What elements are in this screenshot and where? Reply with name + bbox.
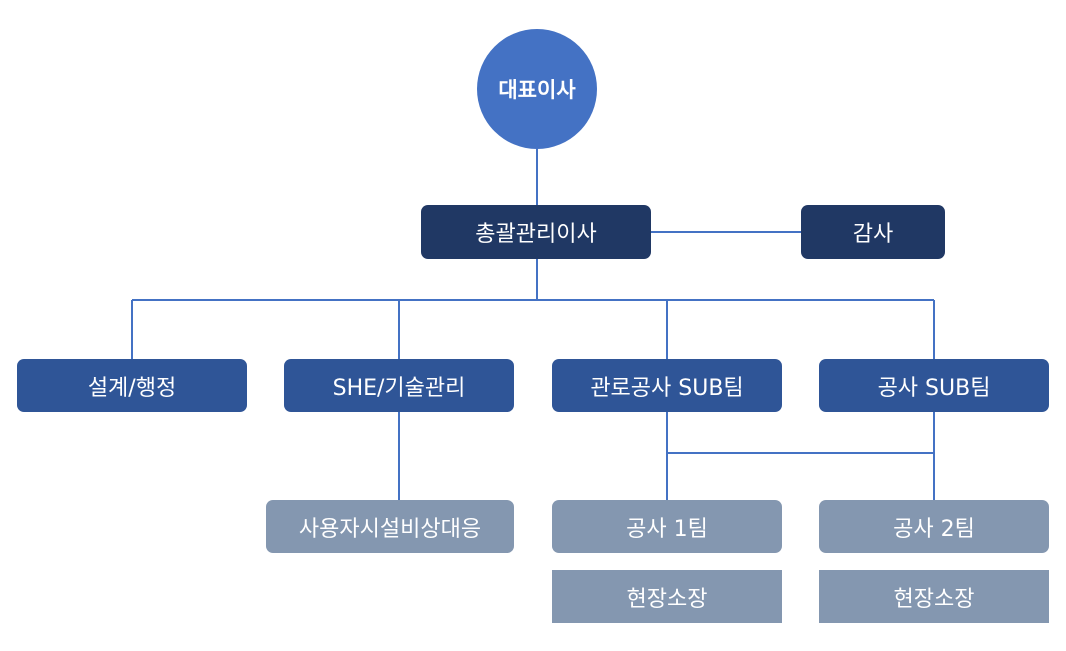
team-2-node: 공사 2팀: [819, 500, 1049, 553]
site-manager-2-node: 현장소장: [819, 570, 1049, 623]
dept-design-admin: 설계/행정: [17, 359, 247, 412]
dept-pipeline-sub: 관로공사 SUB팀: [552, 359, 782, 412]
dept-she-tech: SHE/기술관리: [284, 359, 514, 412]
dept-construction-sub: 공사 SUB팀: [819, 359, 1049, 412]
site-manager-1-node: 현장소장: [552, 570, 782, 623]
she-emergency-node: 사용자시설비상대응: [266, 500, 514, 553]
ceo-node: 대표이사: [477, 29, 597, 149]
team-1-node: 공사 1팀: [552, 500, 782, 553]
general-manager-node: 총괄관리이사: [421, 205, 651, 259]
audit-node: 감사: [801, 205, 945, 259]
